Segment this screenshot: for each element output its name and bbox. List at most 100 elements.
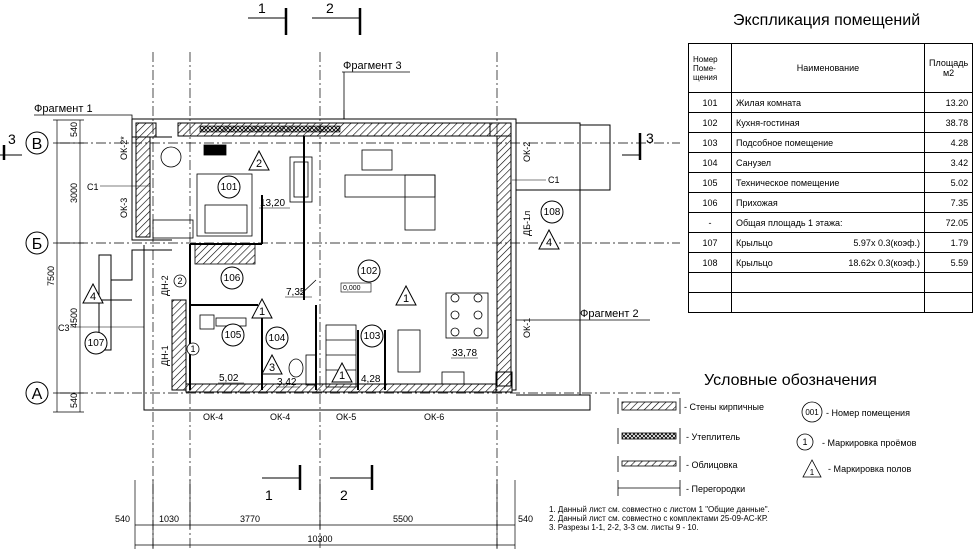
cell-area: 7.35 xyxy=(923,192,974,213)
dim-bottom-540-left: 540 xyxy=(115,514,130,524)
legend-insulation-label: - Утеплитель xyxy=(686,432,740,442)
level-mark: 0,000 xyxy=(343,285,361,292)
cell-name-text: Общая площадь 1 этажа: xyxy=(736,217,843,228)
legend-room-symbol: 001 xyxy=(805,408,819,417)
note-2: 2. Данный лист см. совместно с комплекта… xyxy=(549,514,768,523)
room-105-number: 105 xyxy=(225,330,242,341)
legend-opening-label: - Маркировка проёмов xyxy=(822,438,917,448)
room-101-area: 13,20 xyxy=(260,198,285,209)
dim-total-10300: 10300 xyxy=(307,534,332,544)
window-ok5: ОК-5 xyxy=(336,412,356,422)
dim-left-540-top: 540 xyxy=(69,122,79,137)
door-dn2: ДН-2 xyxy=(160,275,170,296)
note-3: 3. Разрезы 1-1, 2-2, 3-3 см. листы 9 - 1… xyxy=(549,523,699,532)
cell-coef: 18.62х 0.3(коэф.) xyxy=(848,257,920,268)
window-ok1: ОК-1 xyxy=(522,318,532,338)
axis-label-v: В xyxy=(32,136,43,153)
floor-mark-1a: 1 xyxy=(259,306,265,318)
notes: 1. Данный лист см. совместно с листом 1 … xyxy=(549,505,770,532)
window-ok2: ОК-2 xyxy=(522,142,532,162)
cell-name-text: Техническое помещение xyxy=(736,177,840,188)
explication-table: Номер Поме- щения Наименование Площадь м… xyxy=(688,43,974,313)
legend-floor-label: - Маркировка полов xyxy=(828,464,912,474)
floor-mark-4a: 4 xyxy=(90,291,96,303)
room-106-area: 7,35 xyxy=(286,287,306,298)
table-row xyxy=(688,292,974,313)
cell-name-text: Кухня-гостиная xyxy=(736,117,800,128)
cell-name-text: Жилая комната xyxy=(736,97,802,108)
legend-room-label: - Номер помещения xyxy=(826,408,910,418)
legend-brick-label: - Стены кирпичные xyxy=(684,402,764,412)
c1-label-right: С1 xyxy=(548,175,560,185)
explication-title: Экспликация помещений xyxy=(733,12,921,29)
cell-name-text: Санузел xyxy=(736,157,772,168)
room-108-number: 108 xyxy=(544,207,561,218)
dim-left-540-bottom: 540 xyxy=(69,393,79,408)
room-104-number: 104 xyxy=(269,333,286,344)
window-ok6: ОК-6 xyxy=(424,412,444,422)
room-107-number: 107 xyxy=(88,338,105,349)
c3-label: С3 xyxy=(58,323,70,333)
window-ok3: ОК-3 xyxy=(119,198,129,218)
table-row xyxy=(688,272,974,293)
floor-mark-4b: 4 xyxy=(546,237,552,249)
dim-bottom-1030: 1030 xyxy=(159,514,179,524)
dim-left-7500: 7500 xyxy=(46,266,56,286)
header-num: Номер Поме- щения xyxy=(688,43,732,93)
floor-mark-1b: 1 xyxy=(403,293,409,305)
cell-area xyxy=(923,292,974,313)
section-3-right: 3 xyxy=(646,130,654,146)
section-1-bottom: 1 xyxy=(265,487,273,503)
floor-mark-2: 2 xyxy=(256,158,262,170)
window-ok4b: ОК-4 xyxy=(270,412,290,422)
cell-name-text: Крыльцо xyxy=(736,237,773,248)
floor-mark-3: 3 xyxy=(269,362,275,374)
dim-bottom-5500: 5500 xyxy=(393,514,413,524)
axis-label-a: А xyxy=(32,386,43,403)
c1-label-left: С1 xyxy=(87,182,99,192)
dim-bottom-3770: 3770 xyxy=(240,514,260,524)
cell-name-text: Прихожая xyxy=(736,197,778,208)
fragment-2-label: Фрагмент 2 xyxy=(580,308,639,320)
door-dn1: ДН-1 xyxy=(160,345,170,366)
window-ok4a: ОК-4 xyxy=(203,412,223,422)
legend-partitions-label: - Перегородки xyxy=(686,484,745,494)
section-2-bottom: 2 xyxy=(340,487,348,503)
room-102-number: 102 xyxy=(361,266,378,277)
cell-area: 4.28 xyxy=(923,132,974,153)
legend-floor-symbol: 1 xyxy=(810,468,815,477)
header-name: Наименование xyxy=(731,43,925,93)
opening-mark-1: 1 xyxy=(190,344,195,354)
section-2-top: 2 xyxy=(326,0,334,16)
legend-opening-symbol: 1 xyxy=(802,437,807,447)
door-db1l: ДБ-1л xyxy=(522,211,532,236)
axis-label-b: Б xyxy=(32,236,43,253)
section-1-top: 1 xyxy=(258,0,266,16)
note-1: 1. Данный лист см. совместно с листом 1 … xyxy=(549,505,770,514)
room-102-area: 33,78 xyxy=(452,348,477,359)
room-103-number: 103 xyxy=(364,331,381,342)
cell-coef: 5.97х 0.3(коэф.) xyxy=(853,237,920,248)
opening-mark-2: 2 xyxy=(177,276,182,286)
dim-left-4500: 4500 xyxy=(69,308,79,328)
cell-name-text: Подсобное помещение xyxy=(736,137,834,148)
dim-left-3000: 3000 xyxy=(69,183,79,203)
dim-bottom-540-right: 540 xyxy=(518,514,533,524)
floor-mark-1c: 1 xyxy=(339,370,345,382)
legend-cladding-label: - Облицовка xyxy=(686,460,738,470)
room-104-area: 3,42 xyxy=(277,377,297,388)
window-ok2star: ОК-2* xyxy=(119,136,129,160)
fragment-3-label: Фрагмент 3 xyxy=(343,60,402,72)
room-106-number: 106 xyxy=(224,273,241,284)
cell-name-text: Крыльцо xyxy=(736,257,773,268)
cell-area: 38.78 xyxy=(923,112,974,133)
room-103-area: 4,28 xyxy=(361,374,381,385)
legend-title: Условные обозначения xyxy=(704,372,877,389)
fragment-1-label: Фрагмент 1 xyxy=(34,103,93,115)
